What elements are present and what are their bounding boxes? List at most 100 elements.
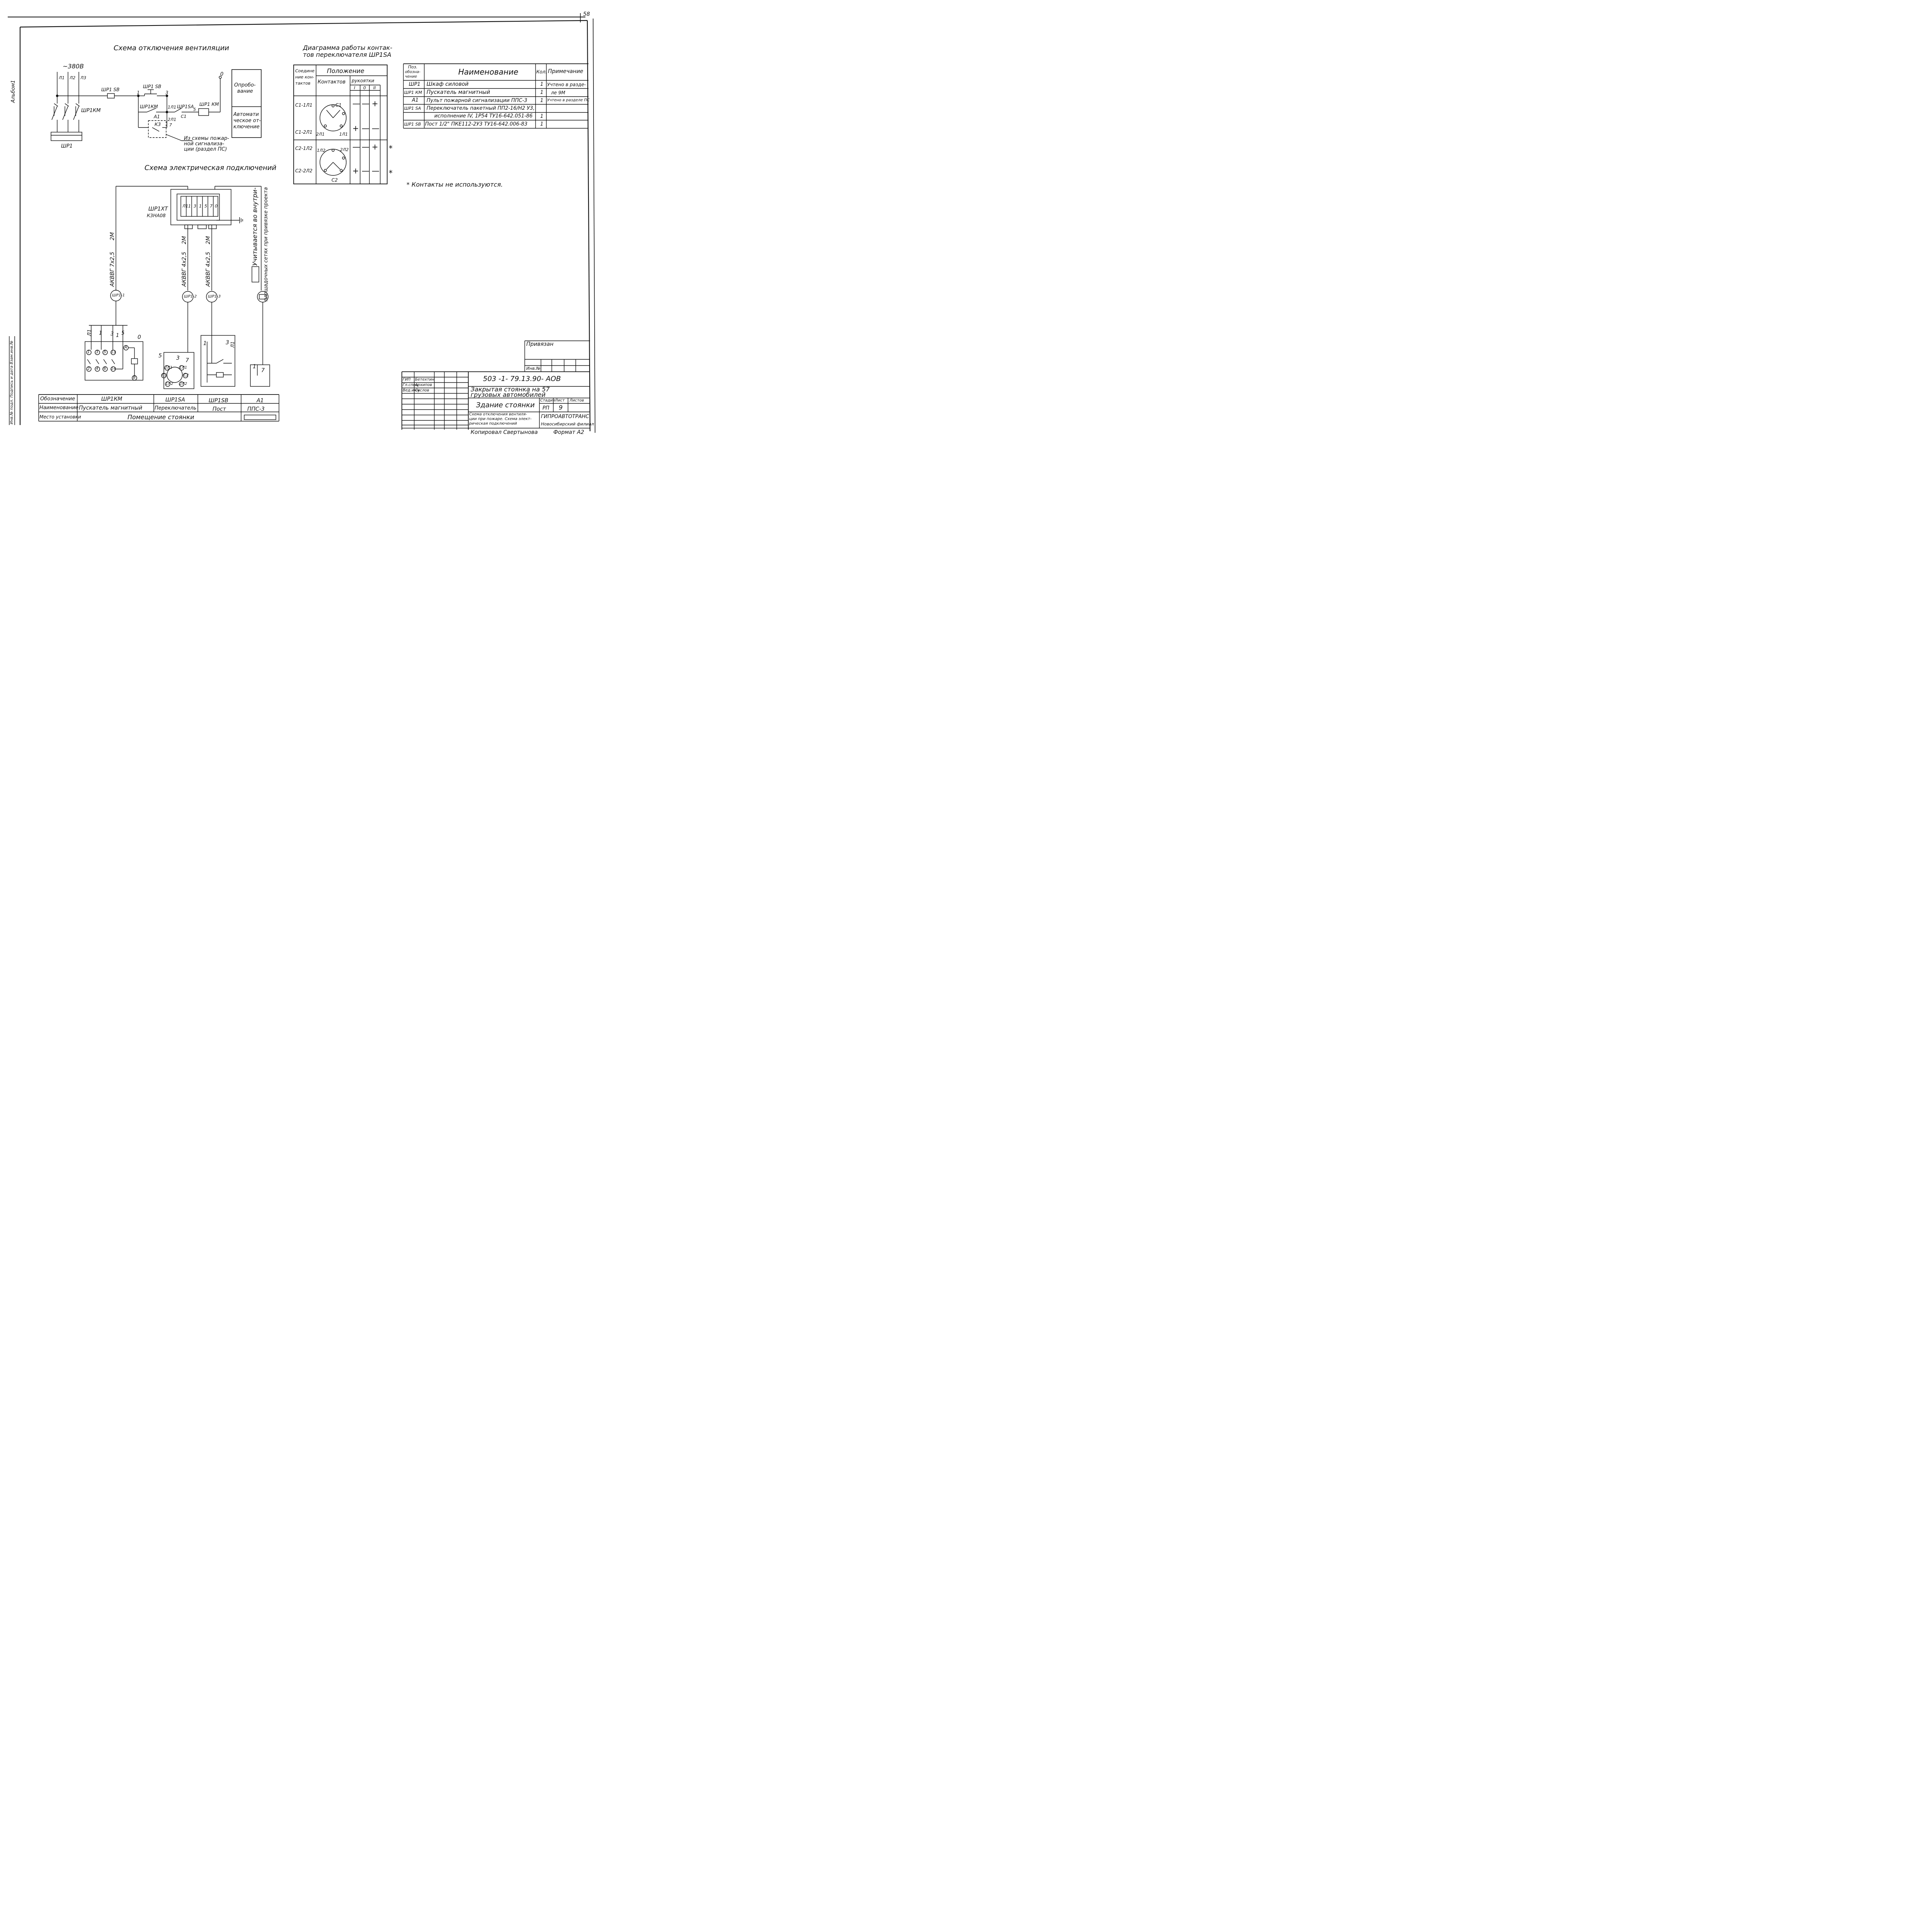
spec-row-3-name: Пульт пожарной сигнализации ППС-3: [427, 98, 527, 104]
cable-3-length: 2М: [205, 236, 211, 244]
dial2-left-label: 1Л2: [317, 148, 326, 153]
staff-name-2: Архипов: [415, 383, 432, 387]
staff-role-2: Гл.спец: [403, 383, 418, 387]
stop-button-label: ШР1 SВ: [101, 87, 120, 92]
header-contacts: Контактов: [318, 79, 346, 85]
handle-pos-1: I: [354, 85, 355, 90]
staff-name-1: Бетехтин: [415, 378, 434, 382]
km-circle-13: 13: [111, 350, 116, 354]
ventilation-scheme-title: Схема отключения вентиляции: [114, 44, 229, 52]
spec-row-6-pos: ШР1 SВ: [404, 122, 421, 127]
supply-voltage: ~380В: [63, 63, 84, 70]
sheet-label: Лист: [555, 398, 565, 403]
contact-row-2: С1-2Л1: [295, 129, 313, 135]
node-5: 5: [193, 107, 196, 112]
contact-row-4: С2-2Л2: [295, 168, 313, 173]
terminal-3: 3: [194, 204, 196, 209]
node-1l1: 1Л1: [168, 105, 177, 110]
staff-role-1: ГИП: [403, 378, 411, 382]
spec-row-3-qty: 1: [540, 98, 544, 104]
cabinet-label: ШР1: [61, 143, 73, 149]
km-top-l1: Л1: [87, 329, 93, 336]
cable-1-tag: ШР1-1: [112, 293, 125, 298]
sheet-format: Формат А2: [553, 429, 584, 435]
mark-3-1: —: [352, 142, 360, 151]
mark-4-1: +: [352, 166, 359, 175]
sheets-label: Листов: [570, 398, 584, 403]
cable-1-type: АКВВГ 7х2,5: [109, 252, 116, 287]
sa-top-7: 7: [185, 357, 189, 364]
stage-value: РП: [543, 405, 549, 411]
spec-row-2-note: ле 9М: [551, 90, 565, 95]
spec-name-header: Наименование: [458, 67, 519, 77]
cable-2-length: 2М: [181, 236, 187, 244]
km-top-1b: 1: [116, 333, 119, 338]
km-circle-5: 5: [104, 350, 106, 354]
dial1-c-label: С1: [335, 102, 342, 108]
spec-row-1-qty: 1: [540, 82, 544, 87]
stage-label: Стадия: [540, 398, 555, 403]
km-circle-14: 14: [111, 367, 116, 371]
organization: ГИПРОАВТОТРАНС: [541, 414, 589, 420]
aux-contact-label: ШР1КМ: [140, 104, 158, 109]
mode-test-1: Опробо-: [234, 82, 256, 88]
row-label-location: Место установки: [39, 414, 81, 420]
cable-2-tag: ШР1-2: [184, 294, 197, 299]
mark-4-2: —: [362, 166, 369, 175]
wiring-scheme-title: Схема электрическая подключений: [145, 164, 277, 172]
row-label-designation: Обозначение: [40, 396, 75, 402]
note-star-3: *: [389, 144, 393, 153]
note-line-3: ции (раздел ПС): [184, 146, 227, 152]
cable-2-type: АКВВГ 4х2,5: [181, 252, 187, 287]
sa-circle-2l1: 2Л1: [165, 366, 173, 370]
inv-label: Инв.№: [526, 366, 541, 371]
staff-name-3: Суслов: [415, 388, 429, 393]
a1-top-1: 1: [253, 364, 256, 370]
external-note-1: Учитывается во внутри-: [251, 187, 259, 266]
km-top-0: 0: [138, 334, 141, 340]
contact-row-3: С2-1Л2: [295, 146, 313, 151]
km-top-5: 5: [121, 330, 125, 336]
phase-l1: Л1: [59, 75, 65, 80]
location-value: Помещение стоянки: [128, 413, 194, 421]
mark-1-1: —: [352, 99, 360, 108]
drawing-code: 503 -1- 79.13.90- АОВ: [483, 375, 561, 383]
col-2-name: Переключатель: [155, 405, 197, 411]
start-button-label: ШР1 SВ: [143, 84, 162, 89]
mark-1-2: —: [362, 99, 369, 108]
spec-row-1-pos: ШР1: [409, 82, 421, 87]
spec-pos-header-2: обозна-: [405, 70, 420, 74]
dial2-right-label: 2Л2: [340, 147, 349, 152]
node-1: 1: [137, 90, 140, 95]
spec-row-3-note: Учтено в разделе ПС: [547, 98, 590, 102]
terminal-1b: 1: [199, 204, 202, 209]
mode-test-2: вание: [237, 88, 253, 94]
col-2-designation: ШР1SА: [165, 397, 185, 403]
alarm-panel-label: А1: [154, 114, 160, 119]
contactor-label: ШР1КМ: [81, 108, 101, 114]
spec-qty-header: Кол.: [536, 69, 547, 75]
note-star-4: *: [389, 168, 393, 178]
km-circle-2: 2: [87, 367, 90, 371]
header-handle: рукоятки: [352, 78, 374, 83]
note-line-1: Из схемы пожар-: [184, 136, 229, 141]
terminal-block-label: ШР1ХТ: [148, 206, 168, 212]
phase-l3: Л3: [80, 75, 87, 80]
km-circle-3: 3: [96, 350, 99, 354]
building-name: Здание стоянки: [476, 401, 535, 409]
cable-1-length: 2М: [109, 232, 116, 240]
dial1-left-label: 2Л1: [316, 132, 325, 137]
sheet-title-3: рическая подключений: [469, 422, 517, 426]
km-circle-a: А: [124, 345, 127, 350]
spec-pos-header-1: Поз.: [408, 65, 418, 70]
sheet-value: 9: [559, 404, 563, 411]
mark-4-3: —: [372, 166, 379, 175]
sa-top-3: 3: [176, 355, 180, 361]
spec-row-2-name: Пускатель магнитный: [427, 89, 490, 95]
node-2l1: 2Л1: [168, 117, 177, 122]
km-circle-4: 4: [96, 367, 99, 371]
drawing-sheet: 58 Альбом1 Инв.№ подл. Подпись и дата Вз…: [0, 0, 600, 440]
sb-top-1: 1: [203, 340, 207, 347]
sheet-title-2: ции при пожаре. Схема элект-: [469, 417, 532, 421]
node-7: 7: [169, 122, 172, 128]
